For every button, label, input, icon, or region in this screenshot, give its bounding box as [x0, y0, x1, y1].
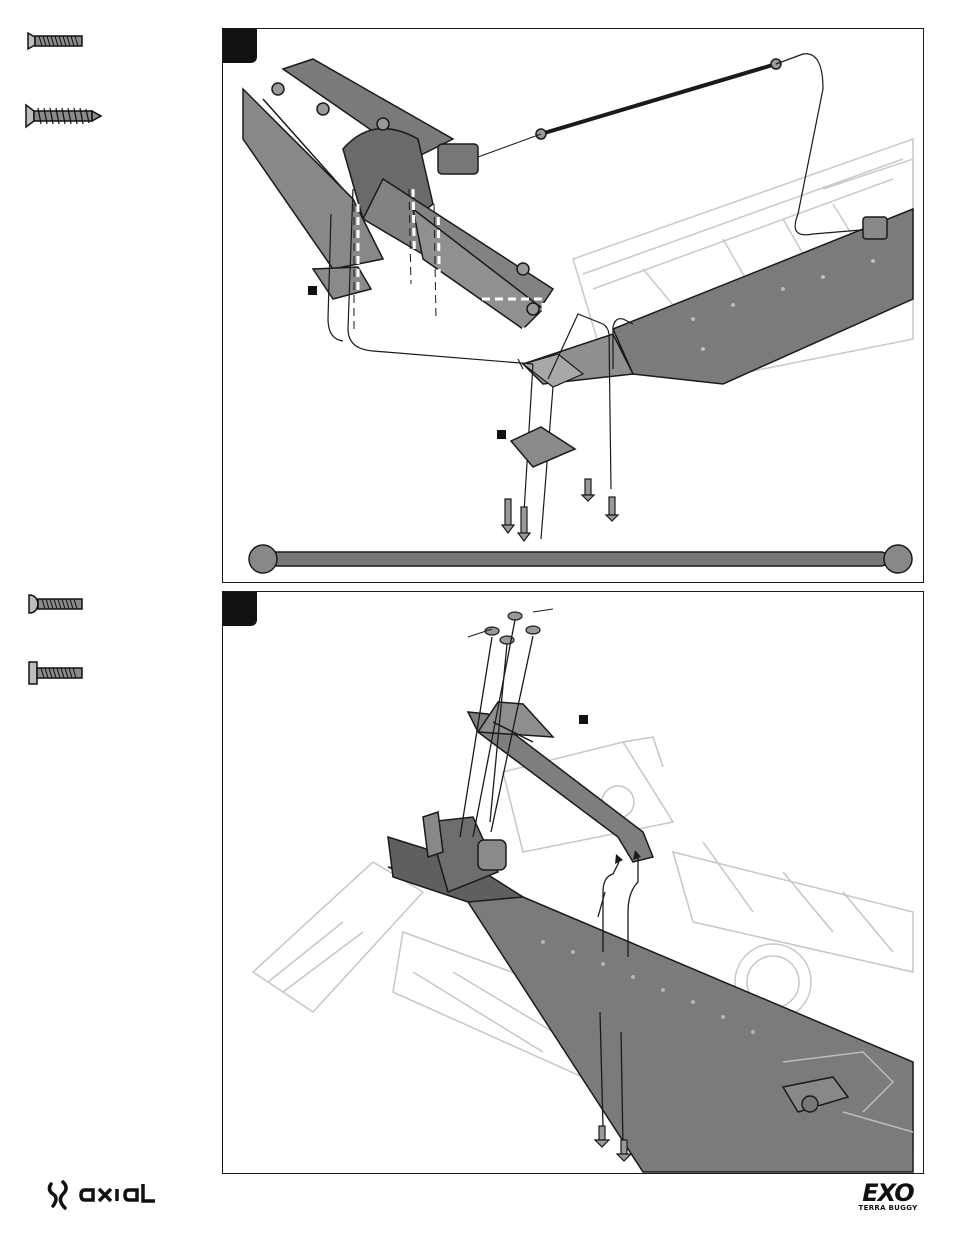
- skid-plate-screws: [502, 479, 618, 541]
- flat-head-self-tapping-screw-icon: [25, 103, 103, 129]
- center-drive-shaft: [536, 59, 781, 139]
- chassis-plate: [388, 867, 913, 1172]
- assembly-step-panel-2: [222, 591, 924, 1174]
- callout-marker-brace: [579, 715, 588, 724]
- terra-buggy-wordmark: TERRA BUGGY: [852, 1204, 924, 1213]
- assembly-step-panel-1: [222, 28, 924, 583]
- lower-skid-plate: [511, 427, 575, 467]
- step-2-illustration: [223, 592, 923, 1173]
- center-diff-cup: [863, 217, 887, 239]
- cap-head-screw-icon: [27, 660, 85, 686]
- callout-marker-skid-plate: [497, 430, 506, 439]
- flat-head-screw-icon: [27, 30, 85, 52]
- upper-chassis-brace: [468, 702, 653, 862]
- callout-marker-bumper: [308, 286, 317, 295]
- axial-emblem-icon: [49, 1182, 66, 1208]
- axial-brand-logo: [45, 1176, 180, 1212]
- exo-terra-buggy-logo: EXO TERRA BUGGY: [852, 1182, 924, 1216]
- axle-shaft-scale-guide: [249, 545, 912, 573]
- step-1-illustration: [223, 29, 923, 582]
- button-head-screw-icon: [27, 592, 85, 616]
- bumper-mount: [313, 267, 371, 299]
- exo-wordmark: EXO: [852, 1182, 924, 1204]
- front-gearbox-assembly: [243, 59, 553, 329]
